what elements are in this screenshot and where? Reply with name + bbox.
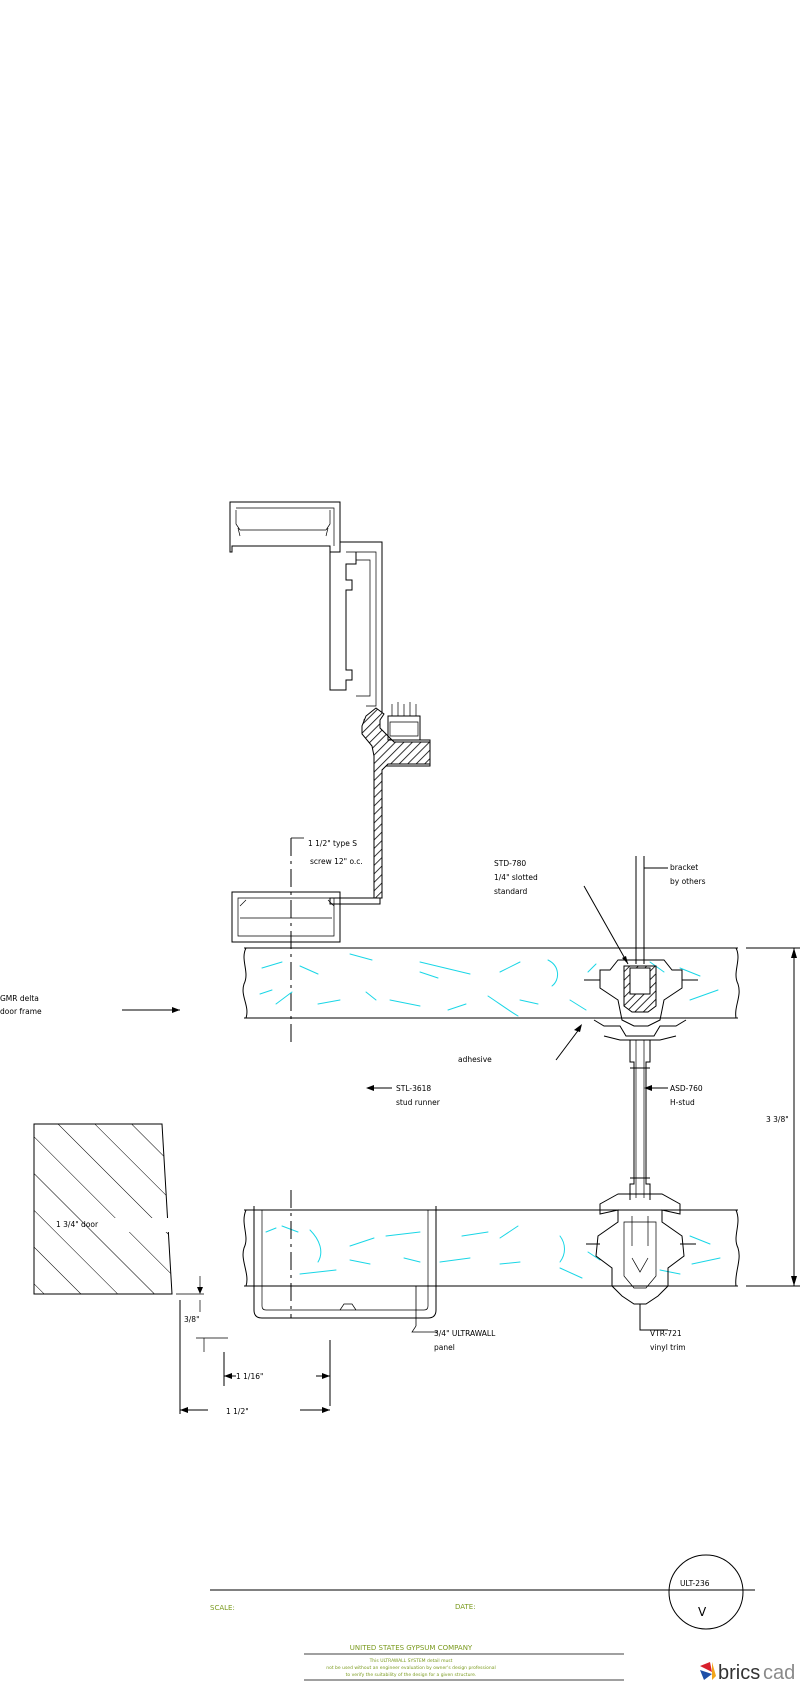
brand-suffix: cad	[763, 1662, 795, 1682]
label-gmr-2: door frame	[0, 1007, 42, 1016]
company-name: UNITED STATES GYPSUM COMPANY	[350, 1644, 473, 1652]
door-frame	[229, 501, 431, 1046]
note-line-2: not be used without an engineer evaluati…	[326, 1665, 495, 1671]
sheet-letter: V	[698, 1605, 707, 1619]
label-screw-1: 1 1/2" type S	[308, 839, 357, 848]
label-adhesive: adhesive	[458, 1055, 492, 1064]
label-asd-2: H-stud	[670, 1098, 695, 1107]
label-ultrawall-1: 3/4" ULTRAWALL	[434, 1329, 496, 1338]
label-door: 1 3/4" door	[56, 1220, 99, 1229]
label-dim-112: 1 1/2"	[226, 1407, 249, 1416]
label-dim-338: 3 3/8"	[766, 1115, 789, 1124]
title-block: ULT-236 V SCALE: DATE: UNITED STATES GYP…	[210, 1554, 755, 1681]
h-stud	[584, 856, 698, 1305]
label-stl-2: stud runner	[396, 1098, 441, 1107]
date-label: DATE:	[455, 1603, 476, 1611]
scale-label: SCALE:	[210, 1604, 235, 1612]
lower-panel	[242, 1209, 740, 1287]
leaders	[122, 867, 800, 1414]
detail-id: ULT-236	[680, 1579, 710, 1588]
note-line-3: to verify the suitability of the design …	[346, 1672, 477, 1678]
label-ultrawall-2: panel	[434, 1343, 455, 1352]
note-line-1: This ULTRAWALL SYSTEM detail must	[369, 1658, 453, 1664]
label-screw-2: screw 12" o.c.	[310, 857, 363, 866]
bricscad-logo: brics cad	[700, 1662, 795, 1682]
label-gmr-1: GMR delta	[0, 994, 39, 1003]
label-bracket-2: by others	[670, 877, 706, 886]
label-std-2: 1/4" slotted	[494, 873, 538, 882]
label-asd-1: ASD-760	[670, 1084, 703, 1093]
label-bracket-1: bracket	[670, 863, 698, 872]
label-std-3: standard	[494, 887, 528, 896]
label-dim-38: 3/8"	[184, 1315, 200, 1324]
labels: GMR delta door frame 1 1/2" type S screw…	[0, 839, 789, 1416]
upper-panel	[242, 947, 740, 1019]
label-std-1: STD-780	[494, 859, 526, 868]
label-stl-1: STL-3618	[396, 1084, 431, 1093]
label-dim-1116: 1 1/16"	[236, 1372, 263, 1381]
label-vtr-1: VTR-721	[650, 1329, 682, 1338]
door-section	[33, 1123, 180, 1295]
bricscad-logo-icon	[700, 1662, 716, 1680]
stud-runner	[253, 1190, 438, 1333]
label-vtr-2: vinyl trim	[650, 1343, 686, 1352]
brand-prefix: brics	[718, 1662, 760, 1682]
